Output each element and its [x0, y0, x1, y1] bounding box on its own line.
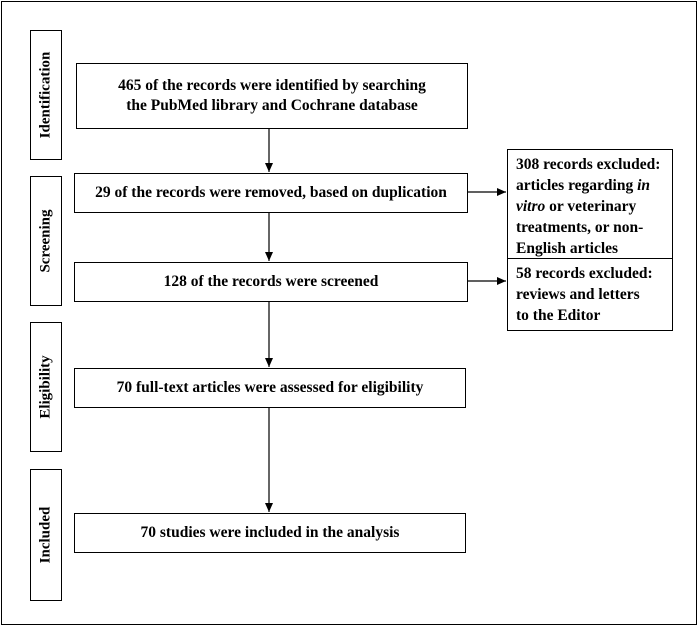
stage-eligibility: Eligibility [30, 322, 62, 452]
stage-screening: Screening [30, 176, 62, 306]
excluded-308-line3: vitro or veterinary [516, 198, 637, 215]
studies-included-text: 70 studies were included in the analysis [140, 524, 400, 541]
box-records-identified: 465 of the records were identified by se… [76, 63, 468, 129]
excluded-58-line1: 58 records excluded: [516, 265, 653, 282]
stage-identification: Identification [30, 30, 62, 160]
records-identified-line1: 465 of the records were identified by se… [118, 77, 426, 94]
excluded-308-line5: English articles [516, 240, 619, 257]
excluded-308-line1: 308 records excluded: [516, 156, 661, 173]
records-identified-line2: the PubMed library and Cochrane database [126, 97, 418, 114]
stage-included: Included [30, 469, 62, 601]
records-removed-text: 29 of the records were removed, based on… [95, 184, 447, 201]
excluded-58-line3: to the Editor [516, 307, 601, 324]
box-records-screened: 128 of the records were screened [74, 262, 468, 302]
box-records-removed: 29 of the records were removed, based on… [74, 173, 468, 213]
box-fulltext-assessed: 70 full-text articles were assessed for … [74, 368, 466, 408]
excluded-308-line4: treatments, or non- [516, 219, 644, 236]
records-screened-text: 128 of the records were screened [163, 273, 379, 290]
excluded-308-line2: articles regarding in [516, 177, 651, 194]
excluded-58-line2: reviews and letters [516, 286, 640, 303]
box-excluded-58: 58 records excluded: reviews and letters… [507, 258, 673, 331]
box-excluded-308: 308 records excluded: articles regarding… [507, 149, 673, 259]
box-studies-included: 70 studies were included in the analysis [74, 513, 466, 553]
fulltext-assessed-text: 70 full-text articles were assessed for … [116, 379, 424, 396]
